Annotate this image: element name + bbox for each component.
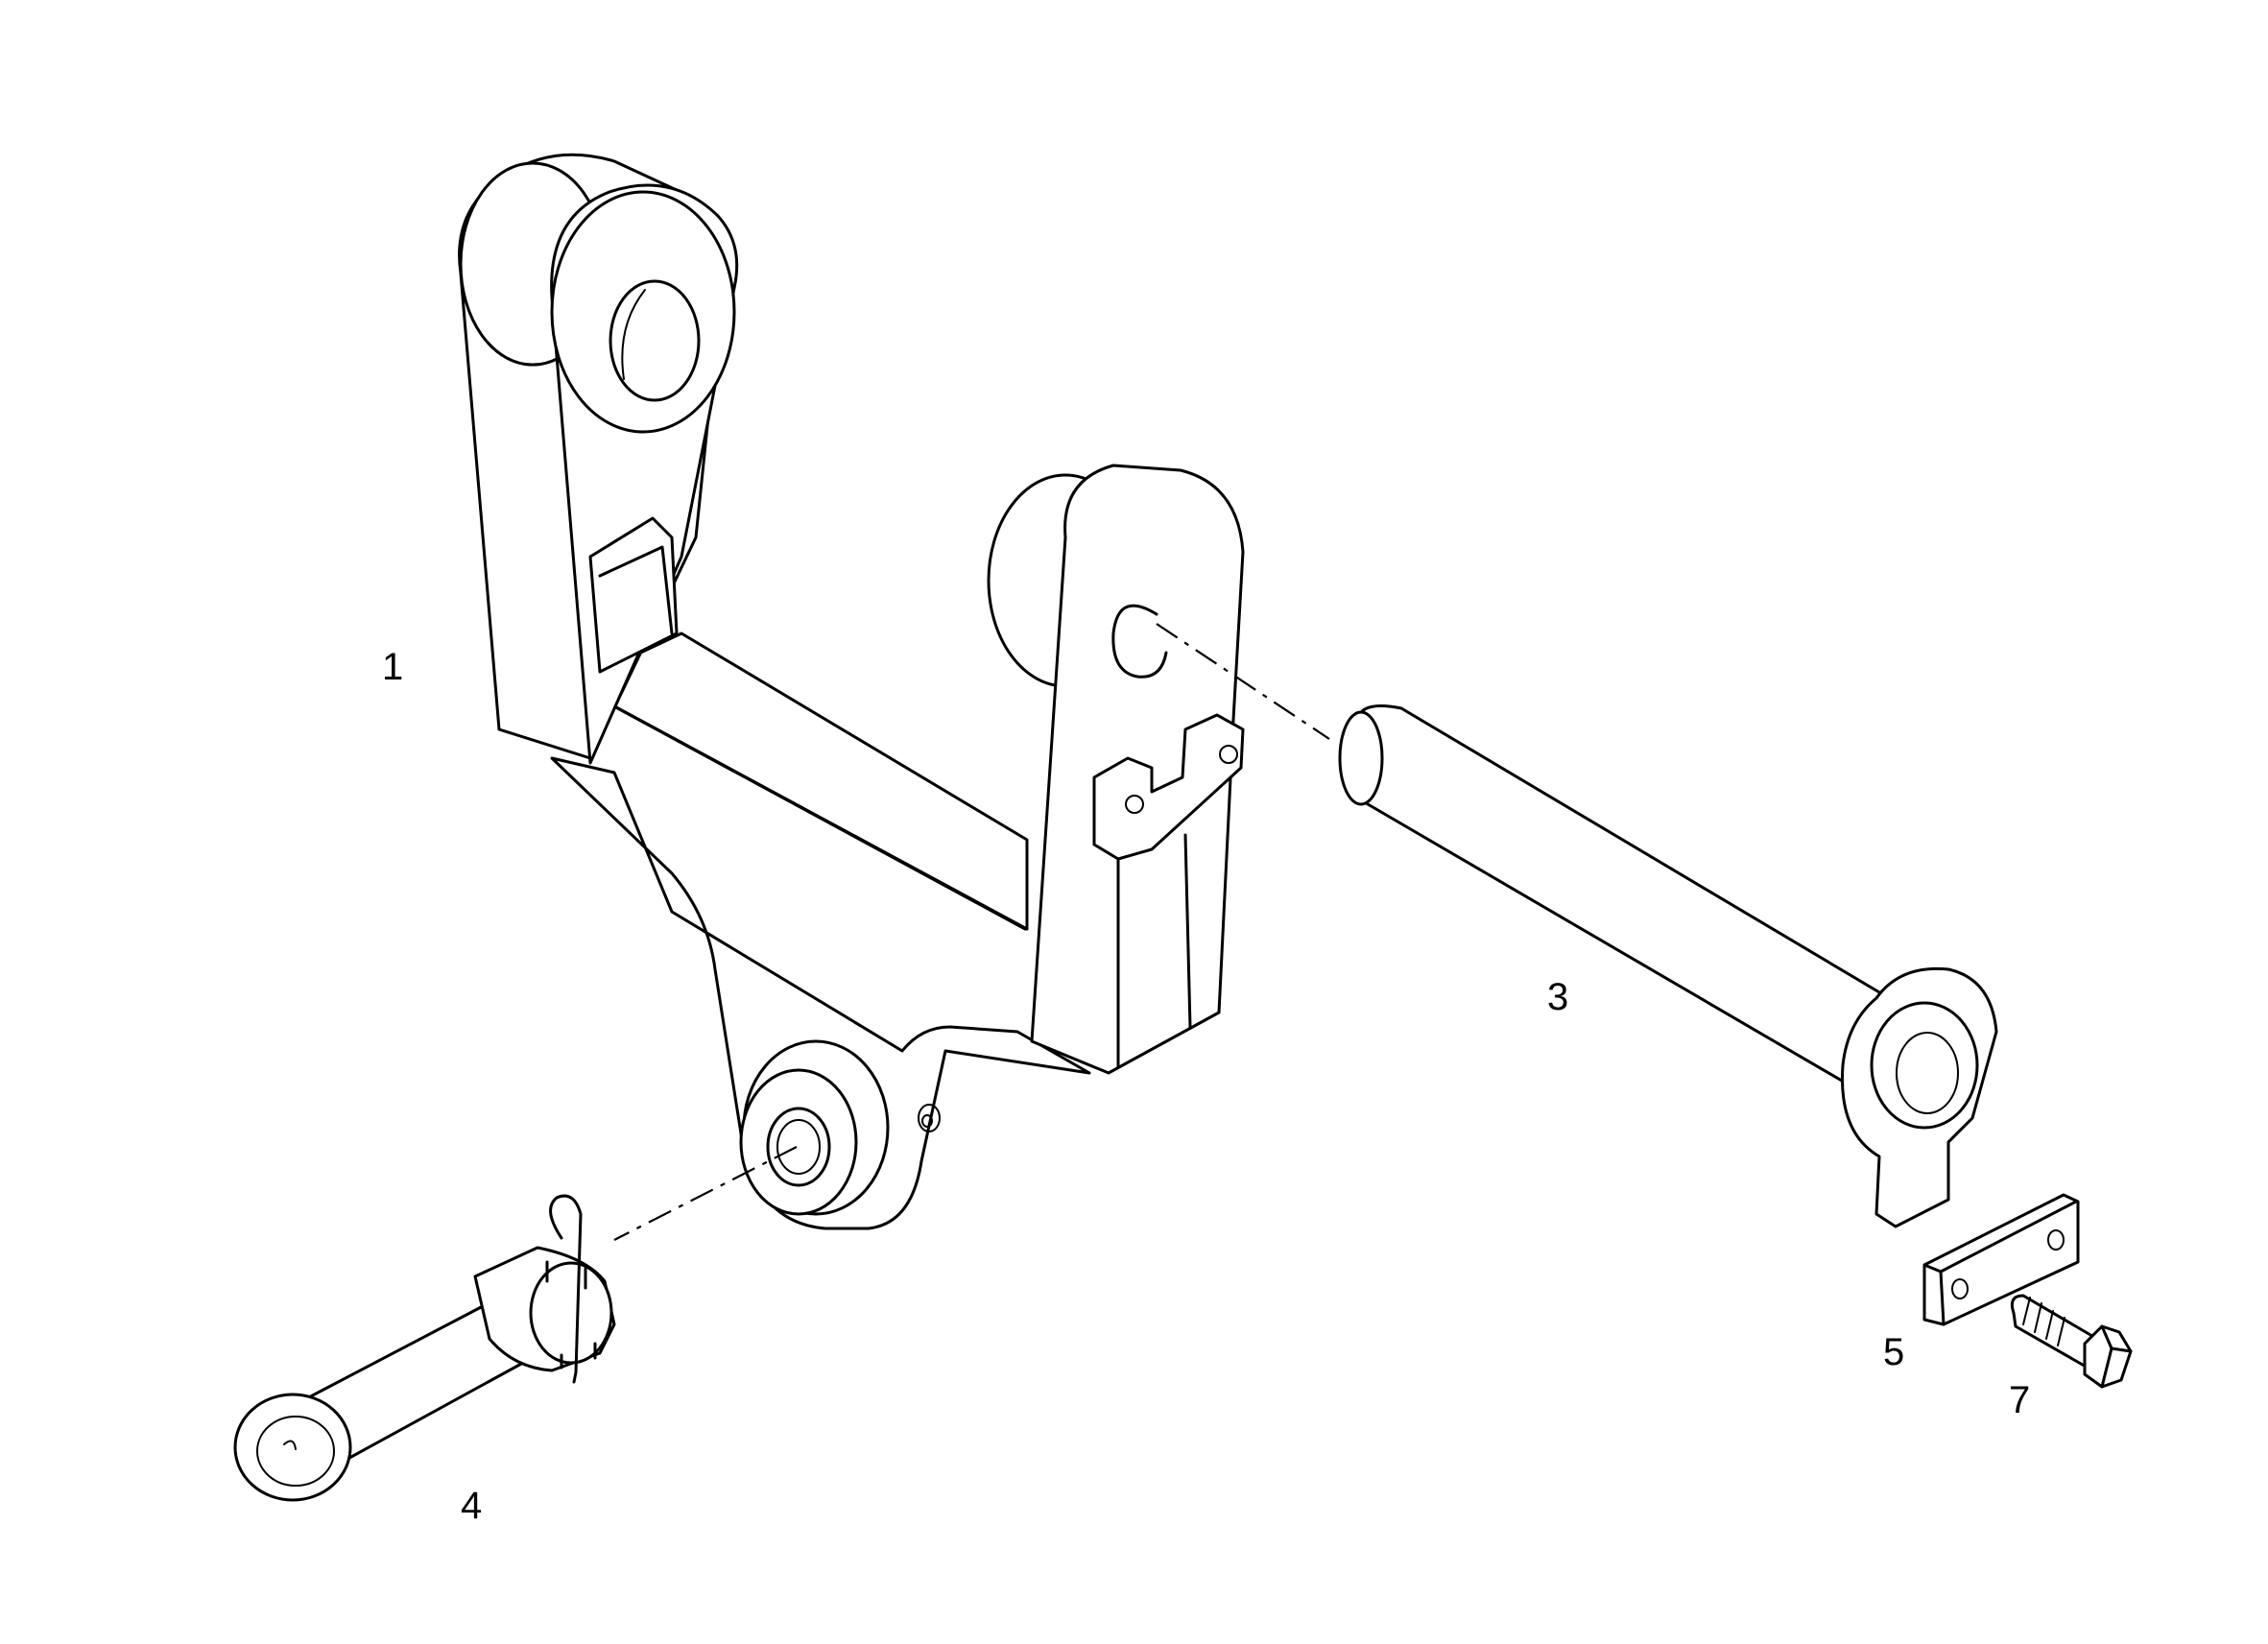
left-top-eye-bore-edge [621, 289, 646, 380]
callout-1: 1 [382, 646, 403, 688]
part-7-hex-bolt[interactable]: 7 [2009, 1294, 2133, 1421]
bolt-hex-head [2083, 1324, 2133, 1389]
lock-plate-hole-left [1951, 1278, 1969, 1299]
cotter-pin [549, 1194, 583, 1384]
castle-nut-slots [545, 1260, 597, 1370]
long-pin-end-cap [1338, 710, 1384, 806]
lower-eye-bore-inner [776, 1119, 821, 1175]
left-stop-block-edge [598, 545, 674, 635]
lock-plate-body [1922, 1193, 2080, 1326]
part-5-lock-plate[interactable]: 5 [1883, 1193, 2080, 1373]
callout-3: 3 [1547, 976, 1568, 1018]
callout-5: 5 [1883, 1331, 1904, 1373]
part-4-short-pin[interactable]: 4 [233, 1194, 616, 1527]
short-pin-head-face [256, 1416, 335, 1487]
centerline-lower-pin [613, 1146, 798, 1241]
lock-plate-hole-right [2047, 1229, 2065, 1251]
bolt-hex-facets [2100, 1324, 2133, 1389]
lock-plate-edge [1922, 1200, 2078, 1326]
part-1-bracket[interactable]: 1 [382, 153, 1245, 1230]
centerline-upper-pin [1156, 623, 1330, 740]
short-pin-head [233, 1393, 352, 1502]
clevis-hole-left [1125, 795, 1144, 814]
short-pin-hole [283, 1440, 297, 1450]
castle-nut-face [529, 1261, 613, 1365]
bolt-thread [2022, 1297, 2065, 1346]
part-3-long-pin[interactable]: 3 [1338, 704, 1998, 1228]
long-pin-shaft [1348, 704, 1907, 1106]
grease-nipple-icon [918, 1104, 941, 1132]
clevis-bracket [1092, 713, 1245, 861]
left-stop-block [588, 516, 679, 674]
long-pin-head [1870, 1001, 1979, 1130]
long-pin-head-face [1896, 1032, 1959, 1114]
callout-4: 4 [461, 1485, 482, 1527]
beam-bottom-edge [598, 697, 1027, 931]
right-arm-groove [1183, 833, 1192, 1029]
callout-7: 7 [2009, 1379, 2030, 1421]
right-top-eye-bore [1111, 604, 1168, 679]
clevis-hole-right [1219, 745, 1238, 764]
